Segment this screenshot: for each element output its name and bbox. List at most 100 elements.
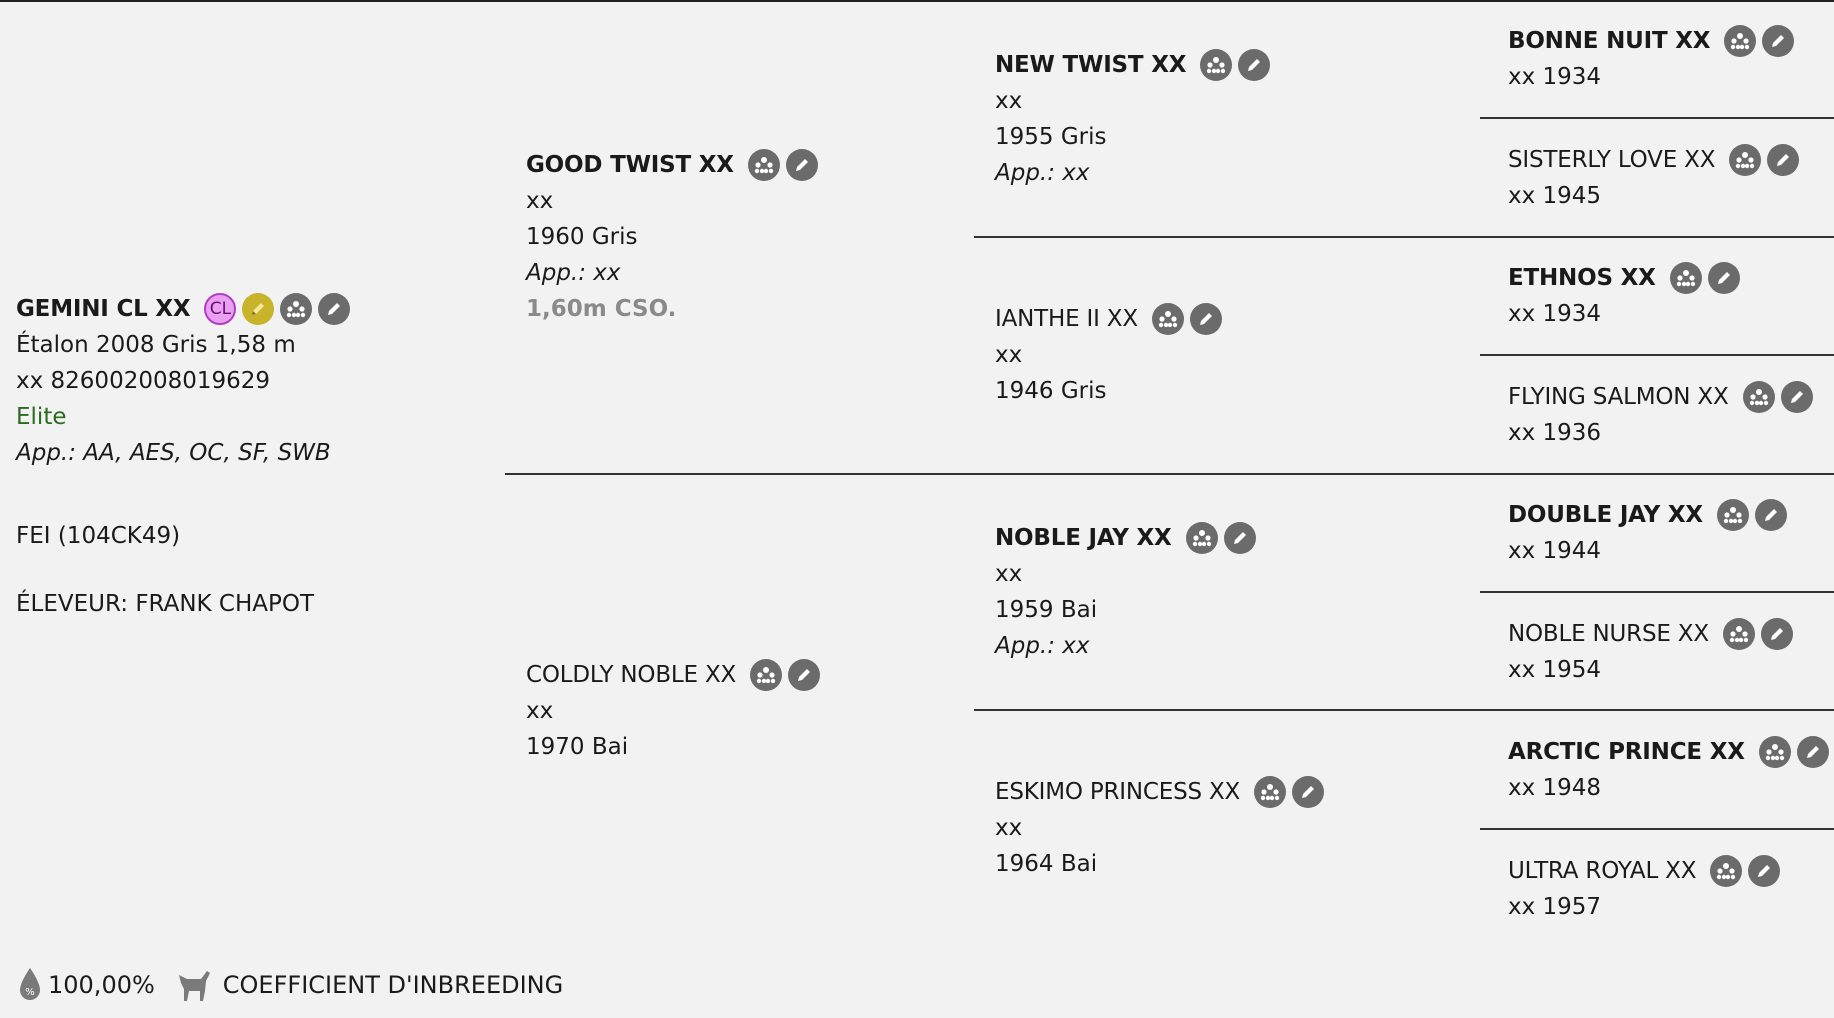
pedigree-tree-icon[interactable] bbox=[747, 149, 780, 181]
separator-sire-dam bbox=[505, 473, 1834, 475]
dam-entry: COLDLY NOBLE XX xx 1970 Bai bbox=[526, 657, 826, 765]
ss-birth: 1955 Gris bbox=[995, 124, 1107, 150]
blood-percent: 100,00% bbox=[48, 971, 155, 999]
g3-info: xx 1957 bbox=[1508, 894, 1602, 920]
horse-icon bbox=[175, 967, 213, 1003]
sire-birth: 1960 Gris bbox=[526, 224, 638, 250]
dam-sire-entry: NOBLE JAY XX xx 1959 Bai App.: xx bbox=[995, 520, 1262, 664]
g3-info: xx 1945 bbox=[1508, 183, 1602, 209]
top-border bbox=[0, 0, 1834, 2]
pedigree-tree-icon[interactable] bbox=[1151, 303, 1184, 335]
subject-name-row: GEMINI CL XX CL bbox=[16, 291, 356, 327]
pencil-icon[interactable] bbox=[1189, 303, 1222, 335]
sire-approvals: App.: xx bbox=[526, 260, 621, 286]
pedigree-tree-icon[interactable] bbox=[750, 659, 783, 691]
dd-birth: 1964 Bai bbox=[995, 851, 1098, 877]
dd-name[interactable]: ESKIMO PRINCESS XX bbox=[995, 779, 1241, 805]
subject-status: Elite bbox=[16, 404, 67, 430]
pedigree-tree-icon[interactable] bbox=[1710, 855, 1743, 887]
cl-badge-icon[interactable]: CL bbox=[204, 293, 237, 325]
pencil-icon[interactable] bbox=[1292, 776, 1325, 808]
sire-entry: GOOD TWIST XX xx 1960 Gris App.: xx 1,60… bbox=[526, 147, 824, 327]
dam-dam-entry: ESKIMO PRINCESS XX xx 1964 Bai bbox=[995, 774, 1330, 882]
subject-line2: xx 826002008019629 bbox=[16, 368, 271, 394]
sire-sire-entry: NEW TWIST XX xx 1955 Gris App.: xx bbox=[995, 47, 1276, 191]
footer-bar: % 100,00% COEFFICIENT D'INBREEDING bbox=[16, 966, 563, 1004]
sd-birth: 1946 Gris bbox=[995, 378, 1107, 404]
breeder-label: ÉLEVEUR: FRANK CHAPOT bbox=[16, 591, 315, 617]
sire-name[interactable]: GOOD TWIST XX bbox=[526, 152, 734, 178]
pencil-icon[interactable] bbox=[785, 149, 818, 181]
separator-ds-dd bbox=[974, 709, 1834, 711]
pencil-icon[interactable] bbox=[1796, 736, 1829, 768]
separator-g3-7 bbox=[1480, 828, 1834, 830]
pedigree-tree-icon[interactable] bbox=[1742, 381, 1775, 413]
inbreeding-label[interactable]: COEFFICIENT D'INBREEDING bbox=[222, 971, 564, 999]
pencil-icon[interactable] bbox=[1760, 618, 1793, 650]
g3-entry: SISTERLY LOVE XX xx 1945 bbox=[1508, 142, 1805, 214]
dam-birth: 1970 Bai bbox=[526, 734, 629, 760]
pencil-icon[interactable] bbox=[1223, 522, 1256, 554]
pedigree-tree-icon[interactable] bbox=[1669, 262, 1702, 294]
pencil-icon[interactable] bbox=[1754, 499, 1787, 531]
g3-name[interactable]: FLYING SALMON XX bbox=[1508, 384, 1729, 410]
pencil-icon[interactable] bbox=[1748, 855, 1781, 887]
subject-breeder: ÉLEVEUR: FRANK CHAPOT bbox=[16, 586, 314, 622]
pencil-icon[interactable] bbox=[1238, 49, 1271, 81]
g3-name[interactable]: ARCTIC PRINCE XX bbox=[1508, 739, 1745, 765]
g3-name[interactable]: DOUBLE JAY XX bbox=[1508, 502, 1703, 528]
pedigree-tree-icon[interactable] bbox=[1254, 776, 1287, 808]
separator-ss-sd bbox=[974, 236, 1834, 238]
sire-performance: 1,60m CSO. bbox=[526, 296, 677, 322]
g3-info: xx 1944 bbox=[1508, 538, 1602, 564]
sire-dam-entry: IANTHE II XX xx 1946 Gris bbox=[995, 301, 1228, 409]
fei-id[interactable]: FEI (104CK49) bbox=[16, 523, 181, 549]
pencil-icon[interactable] bbox=[1767, 144, 1800, 176]
sd-name[interactable]: IANTHE II XX bbox=[995, 306, 1138, 332]
g3-name[interactable]: SISTERLY LOVE XX bbox=[1508, 147, 1716, 173]
ss-name[interactable]: NEW TWIST XX bbox=[995, 52, 1187, 78]
g3-name[interactable]: ULTRA ROYAL XX bbox=[1508, 858, 1697, 884]
g3-name[interactable]: BONNE NUIT XX bbox=[1508, 28, 1711, 54]
pedigree-tree-icon[interactable] bbox=[1724, 25, 1757, 57]
sire-breed: xx bbox=[526, 188, 554, 214]
pedigree-tree-icon[interactable] bbox=[1722, 618, 1755, 650]
g3-entry: ETHNOS XX xx 1934 bbox=[1508, 260, 1746, 332]
subject-line1: Étalon 2008 Gris 1,58 m bbox=[16, 332, 296, 358]
subject-horse: GEMINI CL XX CL Étalon 2008 Gris 1,58 m … bbox=[16, 291, 356, 471]
g3-info: xx 1934 bbox=[1508, 64, 1602, 90]
pedigree-tree-icon[interactable] bbox=[280, 293, 313, 325]
separator-g3-5 bbox=[1480, 591, 1834, 593]
subject-name[interactable]: GEMINI CL XX bbox=[16, 296, 191, 322]
separator-g3-3 bbox=[1480, 354, 1834, 356]
ss-breed: xx bbox=[995, 88, 1023, 114]
g3-name[interactable]: NOBLE NURSE XX bbox=[1508, 621, 1709, 647]
ds-birth: 1959 Bai bbox=[995, 597, 1098, 623]
gold-pencil-icon[interactable] bbox=[242, 293, 275, 325]
svg-text:%: % bbox=[25, 987, 35, 998]
pencil-icon[interactable] bbox=[318, 293, 351, 325]
g3-entry: ULTRA ROYAL XX xx 1957 bbox=[1508, 853, 1786, 925]
subject-fei[interactable]: FEI (104CK49) bbox=[16, 518, 180, 554]
ds-breed: xx bbox=[995, 561, 1023, 587]
pedigree-tree-icon[interactable] bbox=[1200, 49, 1233, 81]
ds-approvals: App.: xx bbox=[995, 633, 1090, 659]
ss-approvals: App.: xx bbox=[995, 160, 1090, 186]
pencil-icon[interactable] bbox=[1762, 25, 1795, 57]
dam-breed: xx bbox=[526, 698, 554, 724]
g3-name[interactable]: ETHNOS XX bbox=[1508, 265, 1656, 291]
sd-breed: xx bbox=[995, 342, 1023, 368]
dam-name[interactable]: COLDLY NOBLE XX bbox=[526, 662, 737, 688]
pedigree-tree-icon[interactable] bbox=[1758, 736, 1791, 768]
g3-entry: BONNE NUIT XX xx 1934 bbox=[1508, 23, 1800, 95]
pedigree-tree-icon[interactable] bbox=[1729, 144, 1762, 176]
ds-name[interactable]: NOBLE JAY XX bbox=[995, 525, 1172, 551]
g3-entry: FLYING SALMON XX xx 1936 bbox=[1508, 379, 1819, 451]
subject-approvals: App.: AA, AES, OC, SF, SWB bbox=[16, 440, 331, 466]
pencil-icon[interactable] bbox=[1780, 381, 1813, 413]
pencil-icon[interactable] bbox=[1707, 262, 1740, 294]
pedigree-tree-icon[interactable] bbox=[1185, 522, 1218, 554]
pedigree-tree-icon[interactable] bbox=[1716, 499, 1749, 531]
pencil-icon[interactable] bbox=[788, 659, 821, 691]
g3-entry: ARCTIC PRINCE XX xx 1948 bbox=[1508, 734, 1834, 806]
